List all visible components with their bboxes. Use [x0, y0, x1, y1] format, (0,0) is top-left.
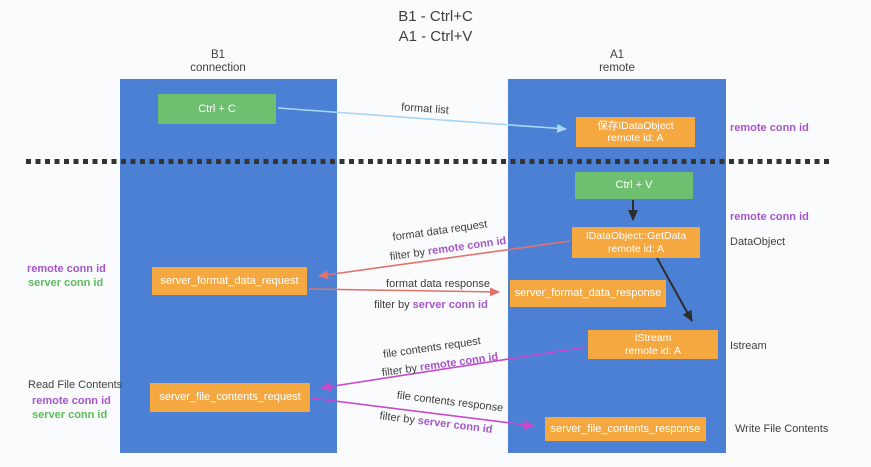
filter-by-text: filter by: [389, 246, 426, 264]
right-column-name: A1: [609, 49, 625, 61]
title-line-2: A1 - Ctrl+V: [398, 28, 473, 45]
left-remote-conn-id-2: remote conn id: [32, 395, 111, 407]
left-remote-conn-id-1: remote conn id: [27, 263, 106, 275]
right-column-subtitle: remote: [599, 62, 635, 74]
server-file-contents-request-box: server_file_contents_request: [150, 383, 310, 412]
remote-conn-id-keyword: remote conn id: [419, 350, 499, 374]
server-file-contents-response-label: server_file_contents_response: [550, 422, 701, 435]
right-remote-conn-id-1: remote conn id: [730, 122, 809, 134]
left-server-conn-id-2: server conn id: [32, 409, 108, 421]
istream-side-label: Istream: [730, 340, 767, 352]
write-file-contents-label: Write File Contents: [735, 423, 829, 435]
save-idataobject-line1: 保存IDataObject: [597, 119, 674, 132]
diagram-title: B1 - Ctrl+C A1 - Ctrl+V: [0, 7, 871, 47]
idataobject-getdata-box: IDataObject::GetData remote id: A: [572, 227, 700, 258]
server-file-contents-response-box: server_file_contents_response: [545, 417, 706, 441]
filter-by-text: filter by: [381, 362, 418, 380]
left-column-subtitle: connection: [190, 62, 246, 74]
format-list-label: format list: [400, 101, 450, 117]
ctrl-c-label: Ctrl + C: [198, 102, 236, 115]
server-conn-id-keyword: server conn id: [412, 299, 488, 311]
ctrl-v-label: Ctrl + V: [615, 179, 653, 191]
save-idataobject-line2: remote id: A: [607, 132, 664, 144]
dashed-separator-line: [26, 159, 832, 164]
server-format-data-request-box: server_format_data_request: [152, 267, 307, 295]
title-line-1: B1 - Ctrl+C: [398, 8, 473, 25]
format-data-response-label: format data response: [386, 278, 490, 290]
server-file-contents-request-label: server_file_contents_request: [159, 391, 301, 403]
server-format-data-request-label: server_format_data_request: [160, 274, 299, 287]
ctrl-v-box: Ctrl + V: [575, 172, 693, 199]
right-column-header: A1 remote: [517, 49, 717, 75]
server-format-data-response-label: server_format_data_response: [514, 287, 662, 299]
istream-line1: IStream: [634, 331, 672, 344]
save-idataobject-box: 保存IDataObject remote id: A: [576, 117, 695, 147]
istream-box: IStream remote id: A: [588, 330, 718, 359]
read-file-contents-label: Read File Contents: [28, 379, 123, 391]
left-column-name: B1: [210, 49, 226, 61]
getdata-line1: IDataObject::GetData: [585, 229, 687, 242]
filter-by-text: filter by: [374, 299, 410, 311]
right-remote-conn-id-2: remote conn id: [730, 211, 809, 223]
remote-conn-id-keyword: remote conn id: [427, 234, 507, 258]
filter-by-text: filter by: [378, 410, 416, 427]
left-column-header: B1 connection: [118, 49, 318, 75]
ctrl-c-box: Ctrl + C: [158, 94, 276, 124]
left-server-conn-id-1: server conn id: [28, 277, 104, 289]
file-contents-response-label: file contents response: [396, 389, 504, 415]
getdata-line2: remote id: A: [607, 242, 665, 255]
dataobject-label: DataObject: [730, 236, 786, 248]
server-format-data-response-box: server_format_data_response: [510, 280, 666, 307]
istream-line2: remote id: A: [624, 344, 682, 357]
server-conn-id-keyword: server conn id: [417, 414, 494, 436]
